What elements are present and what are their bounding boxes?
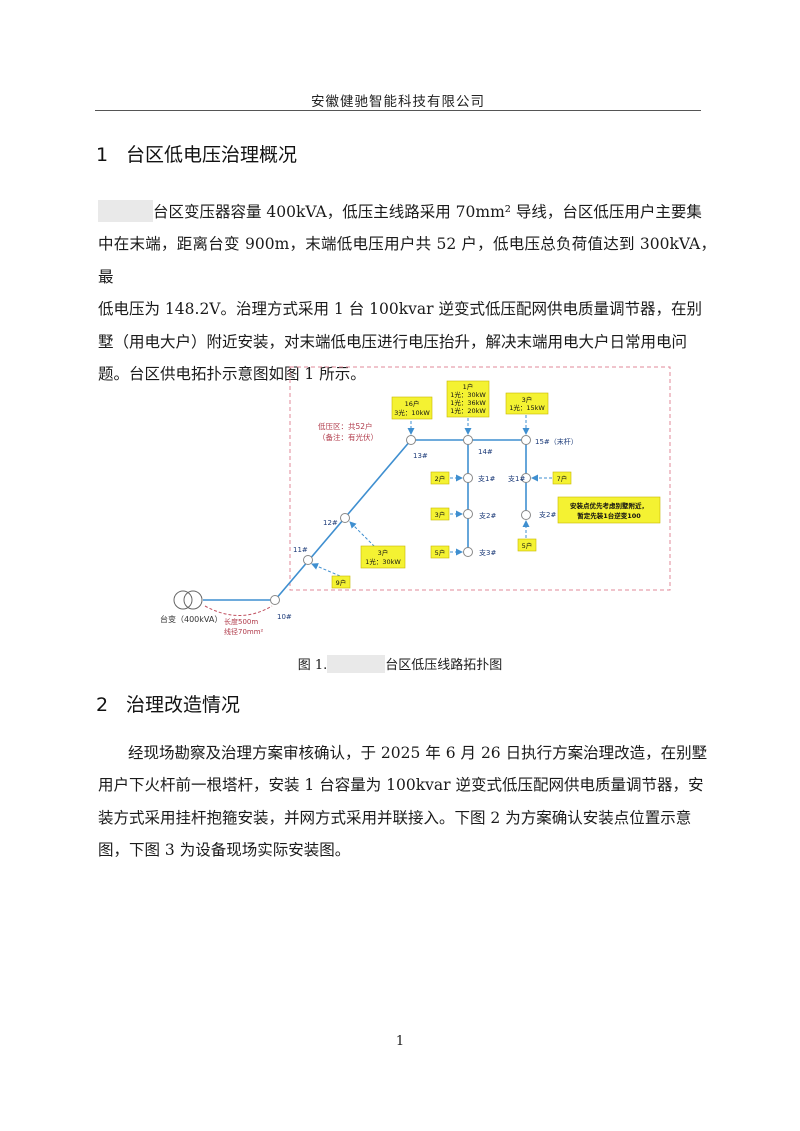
- arrow-line: [349, 521, 379, 551]
- page-number: 1: [395, 1034, 405, 1049]
- pole-node: [303, 555, 313, 565]
- redacted-name: [327, 655, 386, 673]
- pole-label-15: 15#（末杆）: [535, 437, 578, 446]
- household-box: [446, 380, 490, 418]
- section-2-heading: 2 治理改造情况: [96, 690, 240, 717]
- household-box: [391, 396, 433, 420]
- pole-node: [463, 509, 473, 519]
- para-line: 装方式采用挂杆抱箍安装，并网方式采用并联接入。下图 2 为方案确认安装点位置示意: [98, 808, 692, 827]
- line-note-length: 长度500m: [224, 617, 258, 626]
- length-arc: [204, 605, 273, 616]
- pole-label-11: 11#: [293, 546, 308, 554]
- install-note-text: 暂定先装1台逆变100: [577, 511, 641, 520]
- pole-label-13: 13#: [413, 452, 428, 460]
- section-1-number: 1: [96, 144, 109, 166]
- household-box: [430, 545, 450, 559]
- branch-label: 支1#: [478, 474, 495, 483]
- section-1-heading: 1 台区低电压治理概况: [96, 140, 297, 167]
- para-line: 题。台区供电拓扑示意图如图 1 所示。: [98, 365, 366, 384]
- household-box: [360, 545, 406, 569]
- pole-node: [340, 513, 350, 523]
- arrow-line: [311, 563, 341, 577]
- transformer-symbol: [173, 590, 203, 610]
- para-line: 用户下火杆前一根塔杆，安装 1 台容量为 100kvar 逆变式低压配网供电质量…: [98, 776, 704, 795]
- redacted-name: [98, 200, 153, 222]
- pole-node: [463, 473, 473, 483]
- box-text: 1光：36kW: [450, 398, 486, 407]
- pole-node: [406, 435, 416, 445]
- box-text: 7户: [557, 474, 568, 483]
- box-text: 5户: [435, 548, 446, 557]
- para-line: 低电压为 148.2V。治理方式采用 1 台 100kvar 逆变式低压配网供电…: [98, 300, 702, 319]
- pole-node: [270, 595, 280, 605]
- section-2-number: 2: [96, 694, 109, 716]
- pole-label-14: 14#: [478, 448, 493, 456]
- section-2-title: 治理改造情况: [126, 694, 241, 716]
- branch-label: 支1#: [508, 474, 525, 483]
- box-text: 3户: [522, 395, 533, 404]
- household-box: [552, 471, 572, 485]
- box-text: 16户: [405, 399, 420, 408]
- household-box: [430, 471, 450, 485]
- pole-label-10: 10#: [277, 613, 292, 621]
- zone-note: （备注：有光伏）: [318, 432, 378, 442]
- box-text: 3光：10kW: [394, 408, 430, 417]
- para-line: 图，下图 3 为设备现场实际安装图。: [98, 841, 351, 860]
- branch-label: 支3#: [479, 548, 496, 557]
- transformer-label: 台变（400kVA）: [160, 614, 222, 624]
- box-text: 1光：30kW: [450, 390, 486, 399]
- box-text: 3户: [378, 548, 389, 557]
- para-line: 中在末端，距离台变 900m，末端低电压用户共 52 户，低电压总负荷值达到 3…: [98, 235, 716, 286]
- para-line: 墅（用电大户）附近安装，对末端低电压进行电压抬升，解决末端用电大户日常用电问: [98, 332, 688, 351]
- household-box: [505, 392, 549, 415]
- household-box: [517, 538, 537, 552]
- header-divider: [95, 110, 701, 111]
- pole-label-12: 12#: [323, 519, 338, 527]
- pole-node: [463, 435, 473, 445]
- install-note-text: 安装点优先考虑别墅附近，: [570, 501, 648, 510]
- section-1-title: 台区低电压治理概况: [126, 144, 298, 166]
- para-line: 经现场勘察及治理方案审核确认，于 2025 年 6 月 26 日执行方案治理改造…: [128, 744, 708, 762]
- box-text: 1光：15kW: [509, 403, 545, 412]
- household-box: [430, 507, 450, 521]
- install-note-box: [557, 496, 661, 524]
- section-2-paragraph: 经现场勘察及治理方案审核确认，于 2025 年 6 月 26 日执行方案治理改造…: [98, 737, 716, 867]
- pole-node: [521, 510, 531, 520]
- pole-node: [521, 473, 531, 483]
- dashed-frame: [289, 366, 671, 591]
- box-text: 3户: [435, 510, 446, 519]
- zone-note: 低压区：共52户: [318, 421, 373, 431]
- para-line: 台区变压器容量 400kVA，低压主线路采用 70mm² 导线，台区低压用户主要…: [98, 196, 716, 228]
- box-text: 1光：20kW: [450, 406, 486, 415]
- box-text: 1光：30kW: [365, 557, 401, 566]
- pole-node: [521, 435, 531, 445]
- figure-1-caption: 图 1.台区低压线路拓扑图: [0, 654, 800, 673]
- household-box: [331, 575, 351, 589]
- box-text: 9户: [336, 578, 347, 587]
- page-header: 安徽健驰智能科技有限公司: [311, 94, 485, 110]
- box-text: 2户: [435, 474, 446, 483]
- line-note-gauge: 线径70mm²: [224, 627, 264, 636]
- branch-label: 支2#: [539, 510, 556, 519]
- box-text: 5户: [522, 541, 533, 550]
- box-text: 1户: [463, 382, 474, 391]
- branch-label: 支2#: [479, 511, 496, 520]
- pole-node: [463, 547, 473, 557]
- section-1-paragraph: 台区变压器容量 400kVA，低压主线路采用 70mm² 导线，台区低压用户主要…: [98, 196, 716, 390]
- pole-nodes: [270, 435, 531, 605]
